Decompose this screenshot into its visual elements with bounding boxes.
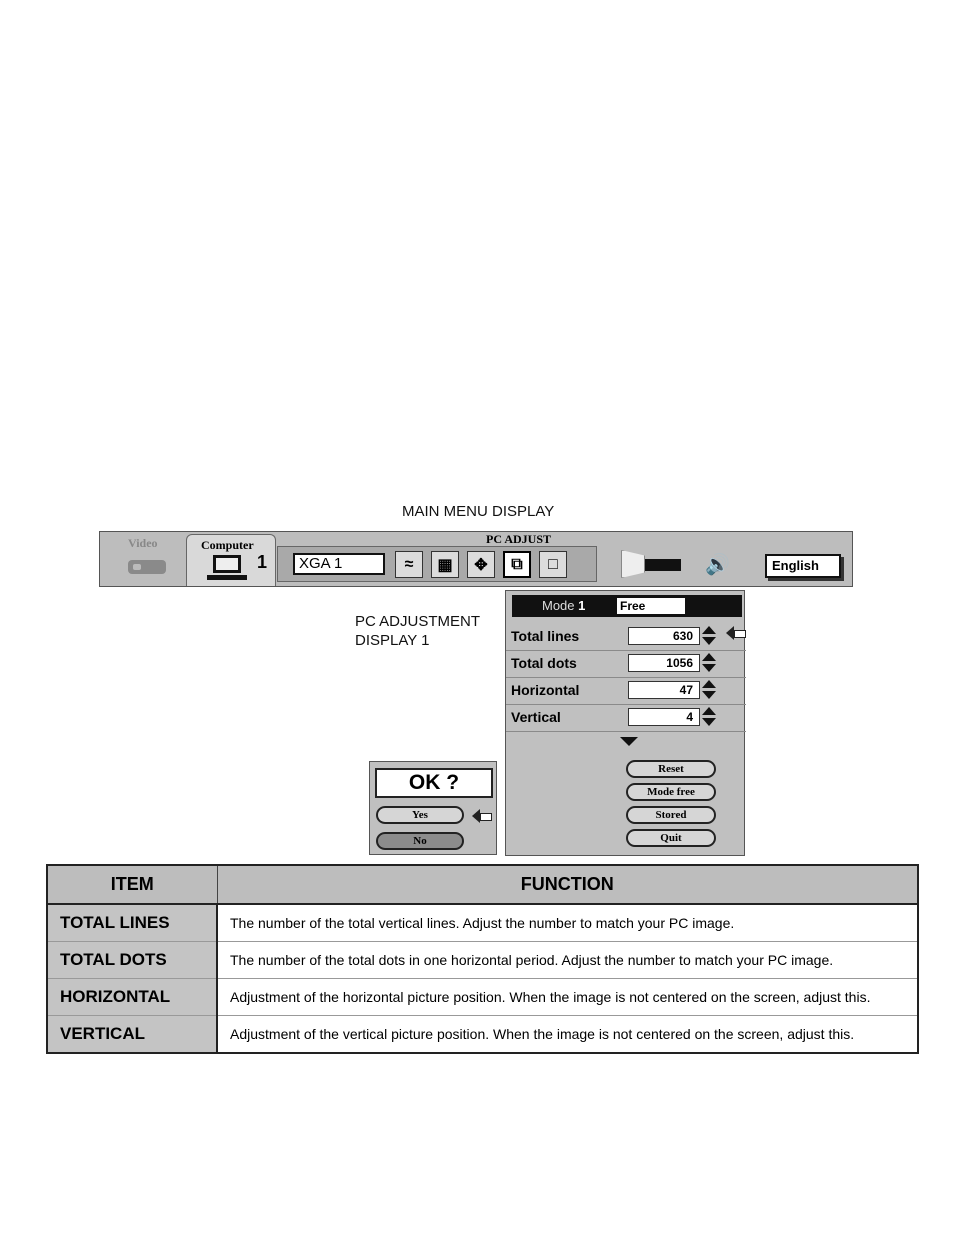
mode-label-text: Mode <box>542 598 575 613</box>
row-vertical[interactable]: Vertical 4 <box>506 704 746 732</box>
horizontal-updown-icon[interactable] <box>702 680 716 700</box>
computer-icon <box>213 555 241 573</box>
projector-body-icon <box>645 559 681 571</box>
table-function-cell: The number of the total dots in one hori… <box>216 941 919 979</box>
pc-adjustment-caption-line1: PC ADJUSTMENT <box>355 613 481 630</box>
table-item-cell: TOTAL LINES <box>46 903 218 942</box>
main-menu-bar: Video Computer 1 PC ADJUST XGA 1 ≈ ▦ ✥ ⧉… <box>99 531 853 587</box>
fine-sync-icon[interactable]: ≈ <box>395 551 423 578</box>
ok-dialog-title: OK ? <box>375 768 493 798</box>
projector-lens-icon <box>621 550 645 578</box>
table-row: HORIZONTAL Adjustment of the horizontal … <box>46 978 919 1016</box>
table-function-cell: Adjustment of the vertical picture posit… <box>216 1015 919 1054</box>
table-row: TOTAL DOTS The number of the total dots … <box>46 941 919 979</box>
mode-header: Mode 1 Free <box>512 595 742 617</box>
total-dots-value[interactable]: 1056 <box>628 654 700 672</box>
picture-icon[interactable]: ⧉ <box>503 551 531 578</box>
pc-adjustment-panel: Mode 1 Free Total lines 630 Total dots 1… <box>505 590 746 856</box>
reset-button[interactable]: Reset <box>626 760 716 778</box>
ok-dialog: OK ? Yes No <box>369 761 497 855</box>
table-row: TOTAL LINES The number of the total vert… <box>46 903 919 942</box>
quit-button[interactable]: Quit <box>626 829 716 847</box>
pointer-arrow-icon <box>472 809 492 823</box>
total-lines-updown-icon[interactable] <box>702 626 716 646</box>
speaker-icon[interactable]: 🔊 <box>705 554 730 576</box>
item-column-header: ITEM <box>46 864 218 905</box>
table-function-cell: The number of the total vertical lines. … <box>216 903 919 942</box>
tab-video-label: Video <box>128 536 158 550</box>
table-item-cell: TOTAL DOTS <box>46 941 218 979</box>
tab-computer-label: Computer <box>201 538 254 552</box>
function-column-header: FUNCTION <box>216 864 919 905</box>
stored-button[interactable]: Stored <box>626 806 716 824</box>
projector-icon[interactable] <box>621 550 691 580</box>
vertical-updown-icon[interactable] <box>702 707 716 727</box>
table-function-cell: Adjustment of the horizontal picture pos… <box>216 978 919 1016</box>
total-dots-updown-icon[interactable] <box>702 653 716 673</box>
language-field[interactable]: English <box>765 554 841 578</box>
chevron-down-icon[interactable] <box>620 737 638 746</box>
vertical-label: Vertical <box>511 709 561 725</box>
total-lines-label: Total lines <box>511 628 580 644</box>
table-row: VERTICAL Adjustment of the vertical pict… <box>46 1015 919 1054</box>
mode-number: 1 <box>578 598 586 613</box>
pc-adjust-title: PC ADJUST <box>486 532 552 546</box>
tab-video[interactable]: Video <box>116 534 176 584</box>
main-menu-caption: MAIN MENU DISPLAY <box>402 503 555 520</box>
vertical-value[interactable]: 4 <box>628 708 700 726</box>
computer-base-icon <box>207 575 247 580</box>
total-dots-label: Total dots <box>511 655 577 671</box>
row-total-lines[interactable]: Total lines 630 <box>506 623 746 651</box>
pointer-arrow-icon <box>726 626 746 640</box>
position-icon[interactable]: ✥ <box>467 551 495 578</box>
computer-number: 1 <box>257 552 268 572</box>
pc-adjustment-caption-line2: DISPLAY 1 <box>355 632 430 649</box>
table-item-cell: HORIZONTAL <box>46 978 218 1016</box>
row-total-dots[interactable]: Total dots 1056 <box>506 650 746 678</box>
horizontal-value[interactable]: 47 <box>628 681 700 699</box>
mode-select-field[interactable]: XGA 1 <box>293 553 385 575</box>
total-lines-value[interactable]: 630 <box>628 627 700 645</box>
video-device-icon <box>128 560 166 574</box>
table-item-cell: VERTICAL <box>46 1015 218 1054</box>
table-header-row: ITEM FUNCTION <box>46 864 919 905</box>
pc-adjustment-caption: PC ADJUSTMENT DISPLAY 1 <box>355 612 480 650</box>
row-horizontal[interactable]: Horizontal 47 <box>506 677 746 705</box>
horizontal-label: Horizontal <box>511 682 580 698</box>
pc-adjust-toolbar: XGA 1 ≈ ▦ ✥ ⧉ □ <box>277 546 597 582</box>
mode-value-field[interactable]: Free <box>617 598 685 614</box>
yes-button[interactable]: Yes <box>376 806 464 824</box>
screen-icon[interactable]: □ <box>539 551 567 578</box>
function-table: ITEM FUNCTION TOTAL LINES The number of … <box>46 864 919 1054</box>
pc-adjust-icon[interactable]: ▦ <box>431 551 459 578</box>
mode-label: Mode 1 <box>542 598 585 613</box>
no-button[interactable]: No <box>376 832 464 850</box>
mode-free-button[interactable]: Mode free <box>626 783 716 801</box>
tab-computer[interactable]: Computer 1 <box>186 534 276 586</box>
